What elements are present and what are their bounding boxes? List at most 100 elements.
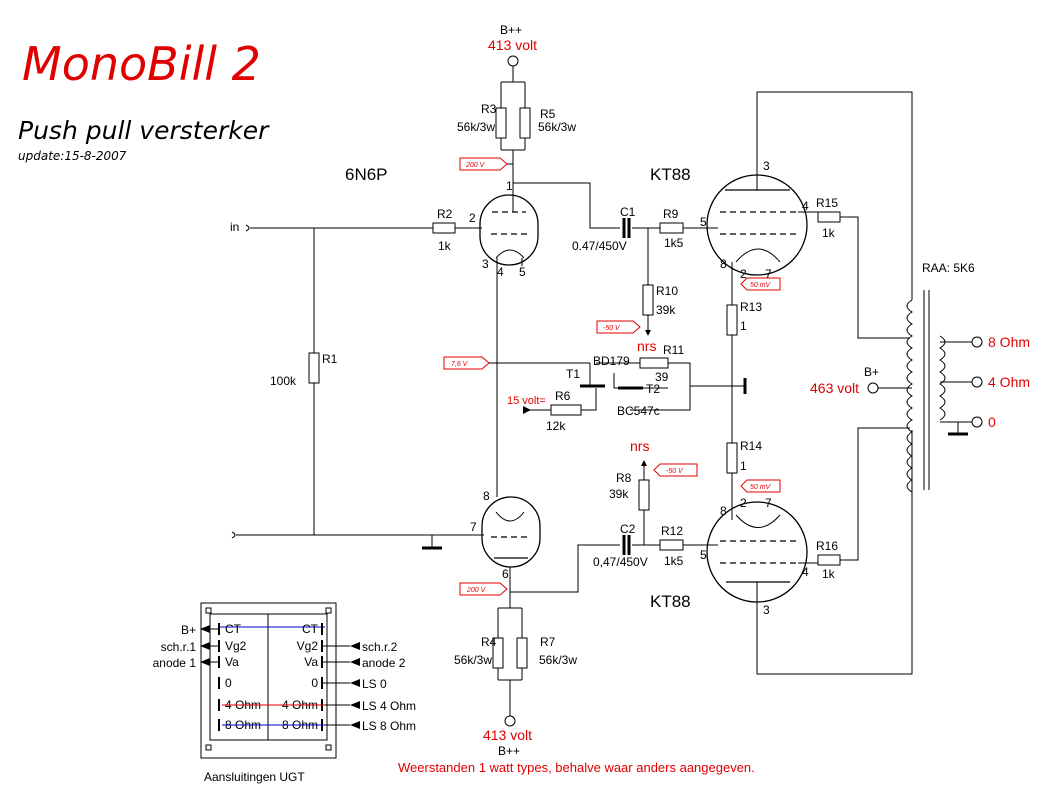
pin-k3: 3 (763, 159, 770, 173)
c2-label: C2 (620, 522, 636, 536)
transformer-label: RAA: 5K6 (922, 261, 975, 275)
tap-4-label: 4 Ohm (988, 374, 1030, 390)
r8-value: 39k (609, 487, 629, 501)
r4-label: R4 (481, 635, 497, 649)
connector-right-pin-1: Vg2 (297, 639, 319, 653)
r6-resistor (550, 404, 582, 416)
m50v-top-tag (596, 320, 641, 334)
title: MonoBill 2 (22, 37, 261, 91)
pin-d6: 6 (502, 567, 509, 581)
m50v-top-text: -50 V (603, 325, 621, 332)
bpp-top-label: B++ (500, 23, 522, 37)
c1-label: C1 (620, 205, 636, 219)
pin-k2: 2 (740, 267, 747, 281)
mv50-top-tag (740, 277, 781, 291)
connector-caption: Aansluitingen UGT (204, 770, 305, 784)
pin-b4: 4 (802, 565, 809, 579)
connector-left-ext-0: B+ (181, 623, 196, 637)
top-tube-label: KT88 (650, 165, 691, 184)
r15-resistor (817, 211, 841, 223)
r6-label: R6 (555, 389, 571, 403)
pin-b3: 3 (763, 603, 770, 617)
connector-left-ext-1: sch.r.1 (161, 640, 197, 654)
t1-label: T1 (566, 367, 580, 381)
c2-value: 0,47/450V (593, 555, 648, 569)
mv50-top-text: 50 mV (750, 282, 772, 289)
r9-resistor (659, 222, 684, 234)
bottom-supply-volt: 413 volt (483, 727, 532, 743)
driver-tube-label: 6N6P (345, 165, 388, 184)
update-date: update:15-8-2007 (18, 149, 127, 163)
r13-label: R13 (740, 300, 762, 314)
pin-d5: 5 (519, 265, 526, 279)
m50v-bot-tag (653, 463, 698, 477)
v200-bot-text: 200 V (466, 587, 487, 594)
r14-value: 1 (740, 459, 747, 473)
bplus-terminal (867, 382, 879, 394)
nrs-bottom: nrs (630, 438, 649, 454)
pin-b5: 5 (700, 548, 707, 562)
connector-right-pin-0: CT (302, 622, 319, 636)
r10-label: R10 (656, 284, 678, 298)
v200-top-text: 200 V (465, 162, 486, 169)
connector-right-ext-1: sch.r.2 (362, 640, 398, 654)
v7-6-tag (443, 356, 490, 370)
r7-value: 56k/3w (539, 653, 577, 667)
r1-value: 100k (270, 374, 297, 388)
bplus-label: B+ (864, 365, 879, 379)
driver-tube-top (479, 194, 539, 266)
r5-label: R5 (540, 107, 556, 121)
connector-left-ext-2: anode 1 (153, 656, 197, 670)
connector-right-ext-5: LS 8 Ohm (362, 719, 416, 733)
r13-value: 1 (740, 319, 747, 333)
connector-right-arrow-3 (350, 679, 360, 687)
top-supply-terminal (507, 55, 519, 67)
r8-label: R8 (616, 471, 632, 485)
connector-right-ext-4: LS 4 Ohm (362, 699, 416, 713)
r15-label: R15 (816, 196, 838, 210)
r11-label: R11 (663, 343, 684, 357)
connector-left-pin-0: CT (225, 622, 242, 636)
r7-resistor (516, 637, 528, 669)
r14-label: R14 (740, 439, 762, 453)
r4-resistor (492, 637, 504, 669)
connector-right-pin-2: Va (304, 655, 318, 669)
m50v-bot-text: -50 V (666, 468, 684, 475)
c1-value: 0.47/450V (572, 239, 627, 253)
r11-resistor (639, 357, 669, 369)
connector-right-ext-3: LS 0 (362, 677, 387, 691)
r13-resistor (726, 304, 738, 336)
r5-resistor (519, 107, 531, 139)
connector-left-arrow-0 (200, 625, 210, 633)
pin-b8: 8 (720, 504, 727, 518)
pin-d2: 2 (469, 211, 476, 225)
t2-label: T2 (646, 382, 660, 396)
r12-value: 1k5 (664, 554, 684, 568)
r3-value: 56k/3w (457, 120, 495, 134)
transformer-primary (906, 299, 913, 493)
r10-resistor (642, 284, 654, 316)
tap-8-terminal (971, 336, 983, 348)
driver-tube-bottom (481, 496, 541, 568)
r2-label: R2 (437, 207, 453, 221)
bplus-volt: 463 volt (810, 380, 859, 396)
r1-resistor (308, 352, 320, 384)
v200-top-tag (459, 157, 508, 171)
pin-k5: 5 (700, 215, 707, 229)
pin-k8: 8 (720, 257, 727, 271)
pin-b7: 7 (765, 496, 772, 510)
r14-resistor (726, 442, 738, 474)
tap-4-terminal (971, 376, 983, 388)
r2-value: 1k (438, 239, 452, 253)
r7-label: R7 (540, 635, 556, 649)
connector-left-arrow-1 (200, 642, 210, 650)
pin-d7: 7 (470, 520, 477, 534)
r5-value: 56k/3w (538, 120, 576, 134)
r11-value: 39 (655, 370, 669, 384)
r16-value: 1k (822, 567, 836, 581)
pin-d8: 8 (483, 489, 490, 503)
r15-value: 1k (822, 226, 836, 240)
